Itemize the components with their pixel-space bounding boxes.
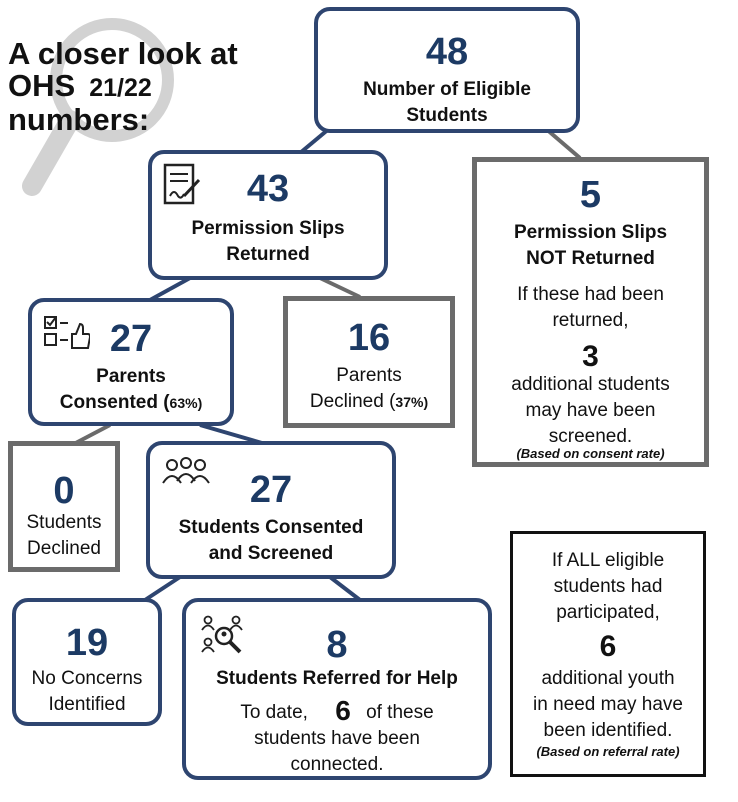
slips-returned-number: 43	[246, 168, 290, 210]
title-line2: OHS	[8, 68, 76, 103]
all-eligible-basis: (Based on referral rate)	[536, 744, 680, 759]
parents-consented-number: 27	[109, 318, 153, 360]
screened-line1: Students Consented	[178, 517, 364, 538]
parents-declined-pct: 37%)	[395, 394, 429, 410]
all-eligible-line6: been identified.	[543, 720, 673, 741]
all-eligible-text2: additional youth in need may have been i…	[513, 666, 703, 744]
students-declined-line1: Students	[26, 512, 102, 533]
parents-declined-line2: Declined (	[309, 391, 396, 412]
screened-number: 27	[249, 469, 293, 511]
slips-not-returned-number: 5	[579, 174, 602, 216]
screened-line2: and Screened	[208, 543, 334, 564]
all-eligible-number: 6	[599, 630, 617, 663]
eligible-students-label: Number of Eligible Students	[318, 77, 576, 129]
no-concerns-label: No Concerns Identified	[16, 666, 158, 718]
parents-declined-box: 16 Parents Declined (37%)	[283, 296, 455, 428]
referred-number: 8	[326, 624, 348, 666]
referred-line3: connected.	[290, 754, 384, 775]
screened-box: 27 Students Consented and Screened	[146, 441, 396, 579]
parents-consented-pct: 63%)	[169, 395, 203, 411]
title-line3: numbers:	[8, 102, 150, 137]
parents-declined-number: 16	[347, 317, 391, 359]
checklist-thumbs-up-icon	[44, 316, 90, 349]
magnifying-glass-icon	[22, 18, 174, 196]
no-concerns-line1: No Concerns	[31, 668, 143, 689]
not-returned-extra-number: 3	[582, 340, 599, 373]
slips-returned-box: 43 Permission Slips Returned	[148, 150, 388, 280]
referred-line2: students have been	[254, 728, 420, 749]
all-eligible-box: If ALL eligible students had participate…	[510, 531, 706, 777]
students-declined-label: Students Declined	[13, 510, 115, 562]
slips-returned-label: Permission Slips Returned	[152, 216, 384, 268]
all-eligible-line2: students had	[553, 576, 663, 597]
students-declined-box: 0 Students Declined	[8, 441, 120, 572]
parents-consented-line1: Parents	[96, 366, 166, 387]
page-title: A closer look at OHS 21/22 numbers:	[8, 38, 238, 136]
not-returned-note2: returned,	[552, 310, 629, 331]
not-returned-note-more: additional students may have been screen…	[477, 372, 704, 450]
referred-todate-line: To date, 6 of these	[186, 695, 488, 726]
people-search-icon	[201, 615, 243, 654]
not-returned-line1: Permission Slips	[513, 222, 668, 243]
slips-not-returned-label: Permission Slips NOT Returned	[477, 220, 704, 272]
parents-consented-label: Parents Consented (63%)	[32, 364, 230, 416]
eligible-label-line1: Number of Eligible	[363, 79, 531, 100]
parents-declined-label: Parents Declined (37%)	[288, 363, 450, 415]
not-returned-note1: If these had been	[517, 284, 664, 305]
people-group-icon	[162, 457, 210, 484]
parents-consented-box: 27 Parents Consented (63%)	[28, 298, 234, 426]
not-returned-note4: may have been	[525, 400, 656, 421]
eligible-label-line2: Students	[406, 105, 488, 126]
not-returned-note: If these had been returned,	[477, 282, 704, 334]
title-line1: A closer look at	[8, 36, 238, 71]
referred-of-these: of these	[366, 702, 434, 723]
parents-consented-line2: Consented (	[59, 392, 170, 413]
all-eligible-line3: participated,	[556, 602, 660, 623]
not-returned-line2: NOT Returned	[526, 248, 655, 269]
slips-not-returned-box: 5 Permission Slips NOT Returned If these…	[472, 157, 709, 467]
referred-box: 8 Students Referred for Help To date, 6 …	[182, 598, 492, 780]
no-concerns-box: 19 No Concerns Identified	[12, 598, 162, 726]
eligible-students-box: 48 Number of Eligible Students	[314, 7, 580, 133]
document-signature-icon	[163, 163, 201, 205]
referred-label: Students Referred for Help	[216, 668, 458, 689]
students-declined-number: 0	[53, 470, 75, 512]
parents-declined-line1: Parents	[336, 365, 402, 386]
students-declined-line2: Declined	[27, 538, 101, 559]
not-returned-note5: screened.	[548, 426, 633, 447]
all-eligible-line4: additional youth	[541, 668, 675, 689]
all-eligible-text: If ALL eligible students had participate…	[513, 548, 703, 626]
no-concerns-number: 19	[65, 622, 109, 664]
eligible-students-number: 48	[425, 31, 469, 73]
title-year: 21/22	[89, 74, 152, 102]
no-concerns-line2: Identified	[48, 694, 126, 715]
referred-todate: To date,	[240, 702, 308, 723]
not-returned-note3: additional students	[511, 374, 670, 395]
slips-returned-line2: Returned	[226, 244, 310, 265]
screened-label: Students Consented and Screened	[150, 515, 392, 567]
all-eligible-line1: If ALL eligible	[551, 550, 665, 571]
slips-returned-line1: Permission Slips	[191, 218, 345, 239]
not-returned-basis: (Based on consent rate)	[516, 446, 665, 461]
referred-connected-text: students have been connected.	[186, 726, 488, 778]
referred-connected-number: 6	[335, 695, 351, 726]
all-eligible-line5: in need may have	[533, 694, 683, 715]
